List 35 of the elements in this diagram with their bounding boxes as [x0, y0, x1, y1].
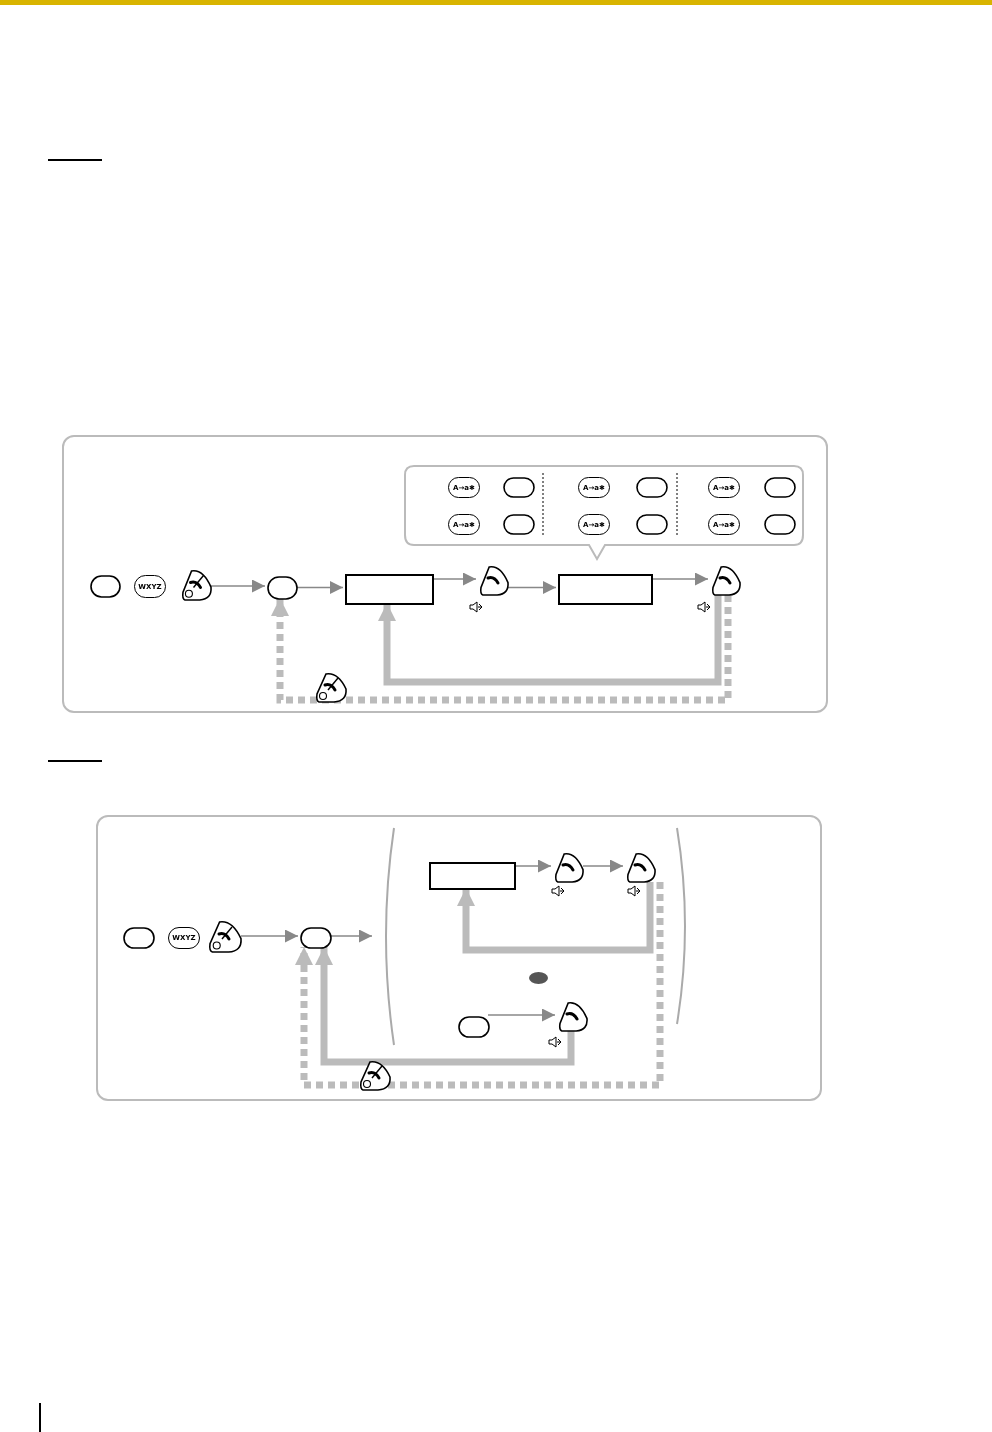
display-box	[429, 862, 516, 890]
arrow	[582, 859, 624, 873]
keypad-key	[503, 514, 535, 535]
keypad-key	[267, 576, 298, 600]
keypad-key	[636, 514, 668, 535]
return-arrow	[271, 595, 732, 704]
return-arrow	[378, 595, 722, 686]
keypad-key	[90, 575, 121, 598]
panel	[62, 435, 828, 713]
callout-balloon	[404, 465, 804, 560]
arrow	[210, 579, 266, 593]
off-hook-key	[207, 920, 243, 954]
display-box	[345, 574, 434, 605]
handset-key	[478, 565, 510, 597]
return-arrow	[315, 947, 575, 1066]
keypad-key	[764, 514, 796, 535]
keypad-key	[300, 927, 332, 949]
arrow	[240, 929, 299, 943]
keypad-key	[123, 927, 155, 949]
return-arrow	[457, 882, 654, 954]
display-box	[558, 574, 653, 605]
off-hook-key	[180, 569, 213, 602]
arrow	[487, 1008, 556, 1022]
return-arrow	[295, 882, 664, 1089]
dark-ellipse	[529, 972, 548, 984]
handset-key	[557, 1001, 589, 1033]
keypad-key	[636, 477, 668, 498]
handset-key	[625, 852, 657, 884]
handset-key	[553, 852, 585, 884]
arrow	[507, 581, 557, 594]
keypad-key	[503, 477, 535, 498]
panel	[96, 815, 822, 1101]
handset-key	[710, 565, 742, 597]
keypad-key	[458, 1016, 490, 1038]
keypad-key	[764, 477, 796, 498]
